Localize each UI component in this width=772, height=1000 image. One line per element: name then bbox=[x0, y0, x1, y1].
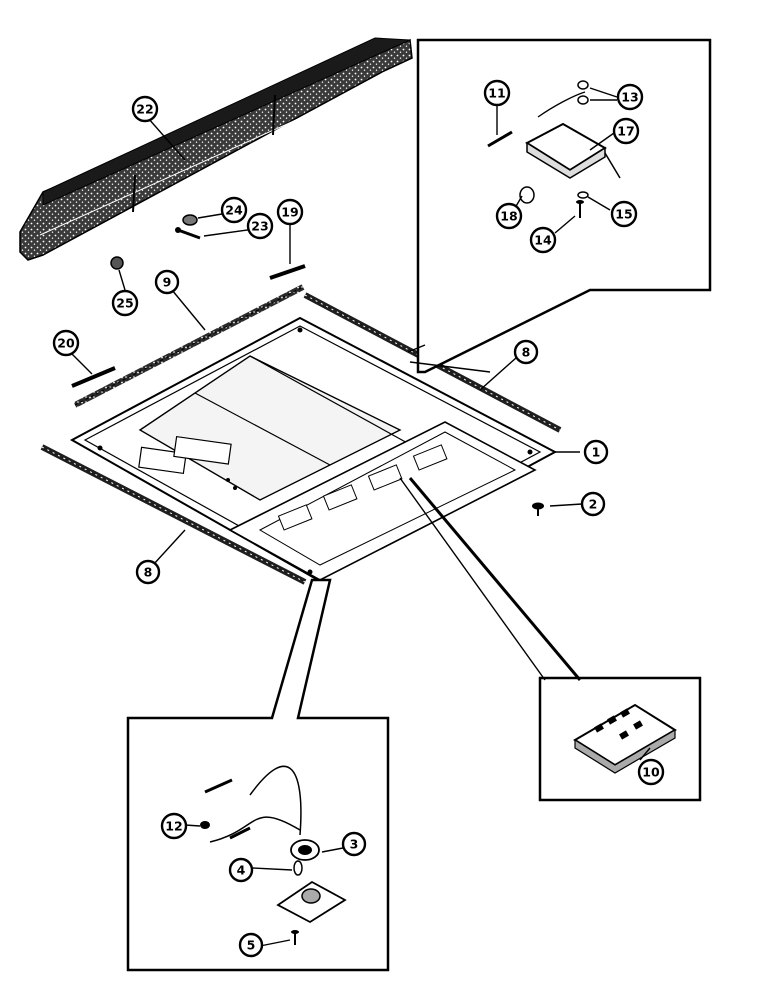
svg-text:11: 11 bbox=[488, 86, 505, 101]
callout-25: 25 bbox=[111, 289, 139, 317]
svg-text:3: 3 bbox=[350, 837, 359, 852]
callout-22: 22 bbox=[131, 95, 159, 123]
nut-part bbox=[182, 214, 198, 226]
callout-14: 14 bbox=[529, 226, 557, 254]
svg-text:19: 19 bbox=[281, 205, 298, 220]
svg-text:1: 1 bbox=[592, 445, 601, 460]
svg-text:2: 2 bbox=[589, 497, 598, 512]
svg-text:25: 25 bbox=[116, 296, 133, 311]
callout-10: 10 bbox=[637, 758, 665, 786]
svg-text:20: 20 bbox=[57, 336, 75, 351]
dome-light-detail-inset bbox=[416, 38, 712, 374]
callout-12: 12 bbox=[160, 812, 188, 840]
callout-18: 18 bbox=[495, 202, 523, 230]
svg-text:18: 18 bbox=[500, 209, 517, 224]
svg-text:9: 9 bbox=[163, 275, 172, 290]
callout-17: 17 bbox=[612, 117, 640, 145]
callout-24: 24 bbox=[220, 196, 248, 224]
callout-1: 1 bbox=[583, 439, 609, 465]
svg-text:24: 24 bbox=[225, 203, 243, 218]
svg-text:12: 12 bbox=[165, 819, 182, 834]
headliner-trim-part bbox=[19, 37, 413, 261]
svg-text:5: 5 bbox=[247, 938, 256, 953]
svg-text:8: 8 bbox=[144, 565, 153, 580]
screw-part bbox=[175, 227, 201, 240]
courtesy-light-detail-inset bbox=[126, 578, 390, 972]
callout-15: 15 bbox=[610, 200, 638, 228]
bolt-part bbox=[532, 502, 544, 516]
seal-strip-19 bbox=[269, 264, 306, 280]
callout-9: 9 bbox=[154, 269, 180, 295]
roof-panel-part bbox=[69, 316, 558, 582]
leader-lines bbox=[66, 87, 651, 947]
seal-strip-20 bbox=[71, 366, 116, 388]
callout-3: 3 bbox=[341, 831, 367, 857]
switch-panel-detail-inset bbox=[538, 676, 702, 802]
fastener-part bbox=[110, 256, 124, 270]
seal-strip-8-left bbox=[40, 444, 307, 585]
callout-23: 23 bbox=[246, 212, 274, 240]
callout-11: 11 bbox=[483, 79, 511, 107]
svg-text:17: 17 bbox=[617, 124, 634, 139]
callout-5: 5 bbox=[238, 932, 264, 958]
callout-19: 19 bbox=[276, 198, 304, 226]
callout-13: 13 bbox=[616, 83, 644, 111]
svg-text:13: 13 bbox=[621, 90, 638, 105]
callout-8-right: 8 bbox=[513, 339, 539, 365]
callout-8-left: 8 bbox=[135, 559, 161, 585]
callout-4: 4 bbox=[228, 857, 254, 883]
svg-text:8: 8 bbox=[522, 345, 531, 360]
callout-2: 2 bbox=[580, 491, 606, 517]
seal-strip-9 bbox=[73, 284, 305, 408]
svg-text:23: 23 bbox=[251, 219, 268, 234]
svg-text:14: 14 bbox=[534, 233, 552, 248]
svg-text:22: 22 bbox=[136, 102, 153, 117]
svg-text:4: 4 bbox=[237, 863, 246, 878]
svg-text:10: 10 bbox=[642, 765, 660, 780]
svg-text:15: 15 bbox=[615, 207, 632, 222]
callout-20: 20 bbox=[52, 329, 80, 357]
